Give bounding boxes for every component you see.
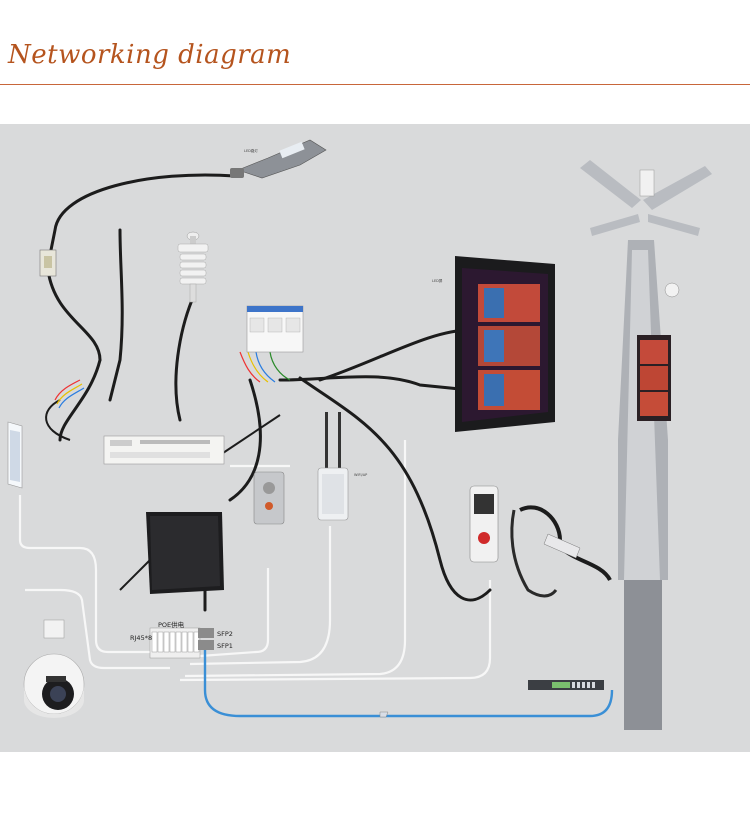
ethernet-cables [18, 440, 492, 682]
poe-switch-icon [149, 627, 214, 659]
svg-text:WIFI/AP: WIFI/AP [354, 473, 367, 477]
svg-text:LED路灯: LED路灯 [244, 148, 258, 153]
fiber-connector-icon [379, 711, 389, 718]
power-module-icon [39, 249, 57, 277]
cable-ap [189, 526, 332, 666]
led-street-lamp-icon [230, 139, 327, 179]
wire-bundle [54, 351, 291, 409]
cable-charger [179, 580, 492, 682]
emergency-intercom-icon [253, 471, 285, 525]
ev-charger-icon [469, 485, 612, 598]
wireless-ap-icon [317, 412, 349, 521]
power-cables [46, 173, 492, 612]
weather-station-icon [177, 231, 209, 303]
switch-rack-icon [528, 680, 604, 690]
control-cables [45, 399, 281, 591]
circuit-breaker-icon [246, 305, 304, 353]
title-divider [0, 84, 750, 85]
cable-intercom [199, 568, 270, 658]
fiber-cable [203, 640, 614, 718]
main-controller-icon [146, 512, 224, 594]
sfp1-label: SFP1 [217, 642, 233, 650]
cable-screen [184, 440, 407, 678]
smart-pole-icon [580, 160, 712, 730]
cable-floodlight [18, 495, 175, 654]
poe-label: POE供电 [158, 620, 185, 629]
rj45-label: RJ45*8 [130, 634, 152, 642]
page-title: Networking diagram [8, 40, 292, 70]
led-screen-icon [455, 256, 555, 432]
svg-text:LED屏: LED屏 [432, 279, 443, 283]
control-box-icon [103, 435, 225, 465]
sfp2-label: SFP2 [217, 630, 233, 638]
floodlight-icon [7, 421, 23, 489]
cable-camera [25, 588, 170, 670]
network-diagram: LED路灯 [7, 139, 712, 730]
ptz-camera-icon [23, 619, 85, 718]
diagram-panel: LED路灯 [0, 124, 750, 752]
